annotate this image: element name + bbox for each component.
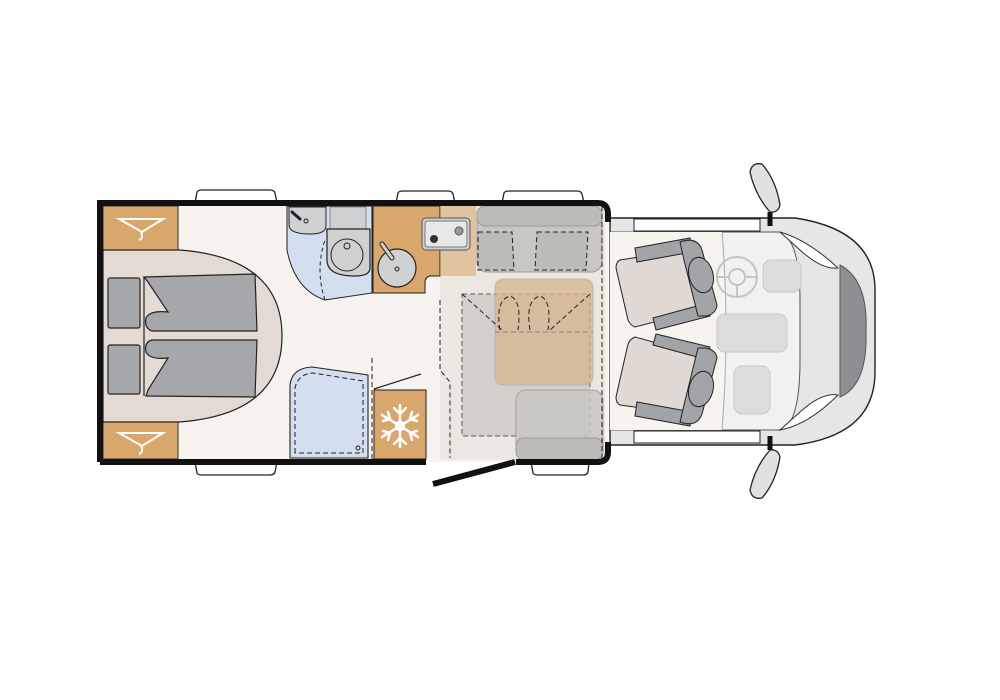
dinette: [439, 205, 604, 461]
window-top-rear: [194, 189, 278, 204]
passenger-footwell: [733, 365, 771, 415]
side-step-top: [633, 218, 761, 232]
walls: [97, 200, 611, 465]
wall-bottom-front: [516, 442, 611, 465]
mirror-bottom: [749, 449, 781, 499]
kitchen-sink-icon: [421, 217, 471, 251]
pillow: [107, 344, 141, 395]
snowflake-fridge-icon: [380, 403, 420, 449]
entrance-door[interactable]: [432, 459, 516, 487]
wall-rear-top: [97, 200, 611, 462]
wardrobe-top: [102, 205, 179, 251]
hob-icon: [377, 241, 417, 288]
center-console: [716, 313, 788, 353]
fridge: [373, 389, 427, 460]
wardrobe-bottom: [102, 420, 179, 460]
side-step-bottom: [633, 430, 761, 444]
shower-tray: [289, 366, 369, 459]
toilet-tank: [329, 206, 367, 230]
wardrobe-hanger-icon: [115, 218, 167, 241]
bathroom-door-swing: [319, 239, 326, 301]
mattress: [142, 273, 258, 332]
pillow: [107, 277, 141, 329]
shower-drain: [355, 445, 361, 451]
mirror-top: [749, 163, 781, 213]
dashboard-panel: [762, 259, 802, 293]
toilet-icon: [326, 228, 371, 277]
mattress: [145, 339, 258, 398]
driver-seat: [615, 237, 718, 331]
windows: [194, 189, 590, 476]
bed-mattresses: [107, 273, 258, 398]
cab: [609, 163, 876, 499]
wardrobe-hanger-icon: [115, 432, 167, 455]
window-bottom-rear: [194, 461, 278, 476]
steering-wheel-icon: [716, 256, 758, 298]
window-bottom-dinette: [530, 461, 590, 476]
passenger-seat: [615, 333, 718, 427]
grille: [839, 264, 867, 398]
